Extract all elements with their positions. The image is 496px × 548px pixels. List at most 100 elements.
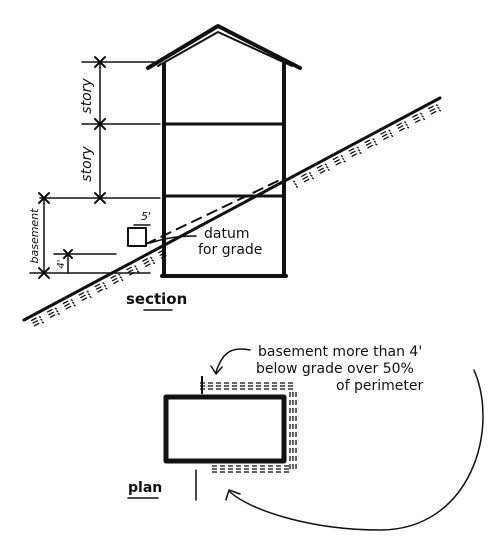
hatch-stroke [316, 164, 323, 169]
hatch-stroke [341, 157, 345, 160]
hatch-stroke [438, 109, 442, 112]
hatch-stroke [41, 321, 45, 324]
perimeter-curve-arrow [229, 369, 484, 531]
hatch-stroke [64, 303, 70, 307]
hatch-stroke [120, 278, 124, 282]
hatch-stroke [118, 273, 121, 276]
hatch-stroke [414, 119, 421, 124]
hatch-stroke [435, 104, 439, 107]
hatch-stroke [351, 153, 358, 158]
hatch-stroke [364, 139, 371, 144]
hatch-stroke [149, 256, 153, 259]
hatch-stroke [398, 127, 405, 132]
hatch-stroke [136, 270, 140, 273]
hatch-stroke [372, 137, 375, 141]
hatch-stroke [126, 266, 133, 271]
hatch-stroke [62, 300, 69, 305]
hatch-stroke [142, 257, 148, 262]
dimension-tick [38, 267, 50, 279]
hatch-stroke [356, 146, 359, 149]
roof-inner [157, 31, 293, 67]
datum-leader-arrow [149, 235, 197, 244]
hatch-stroke [89, 295, 92, 299]
hatch-stroke [48, 311, 55, 316]
section-caption: section [126, 290, 187, 308]
hatch-stroke [49, 314, 56, 319]
hatch-stroke [334, 158, 340, 163]
roof [146, 24, 302, 70]
label-datum-line1: datum [204, 226, 249, 242]
hatch-stroke [135, 267, 139, 271]
hatch-stroke [111, 277, 118, 282]
hatch-stroke [421, 115, 424, 118]
hatch-stroke [357, 149, 361, 152]
hatch-stroke [340, 154, 344, 158]
hatch-stroke [343, 160, 346, 163]
hatch-stroke [102, 282, 105, 285]
label-story-upper: story [79, 78, 95, 114]
hatch-stroke [113, 280, 120, 285]
hatch-stroke [128, 271, 135, 276]
hatch-stroke [390, 134, 394, 138]
hatch-stroke [375, 143, 378, 146]
grade-point-box [127, 227, 147, 247]
label-story-lower: story [79, 146, 95, 182]
hatch-stroke [303, 178, 310, 183]
label-five-foot: 5' [141, 210, 151, 223]
hatch-stroke [318, 167, 325, 172]
hatch-stroke [152, 261, 156, 265]
hatch-stroke [324, 163, 328, 166]
hatch-stroke [427, 105, 434, 110]
ground-hatching [30, 104, 442, 327]
dimension-tick [94, 192, 106, 204]
hatch-stroke [308, 171, 312, 175]
hatch-stroke [79, 294, 86, 299]
hatch-stroke [310, 174, 313, 177]
hatch-stroke [78, 291, 85, 296]
dimension-tick [63, 249, 73, 259]
hatch-stroke [33, 322, 40, 327]
plan-note-line1: basement more than 4' [258, 344, 422, 360]
hatch-stroke [144, 263, 151, 268]
hatch-stroke [365, 141, 372, 146]
hatch-stroke [30, 317, 37, 322]
hatch-stroke [380, 130, 387, 135]
hatch-stroke [367, 144, 374, 149]
hatch-stroke [406, 126, 410, 129]
hatch-stroke [81, 297, 88, 302]
hatch-stroke [70, 298, 74, 302]
hatch-stroke [134, 265, 137, 268]
hatch-stroke [95, 286, 102, 291]
hatch-stroke [127, 269, 134, 274]
hatch-stroke [71, 301, 75, 304]
hatch-stroke [32, 319, 39, 324]
dimension-tick [38, 192, 50, 204]
hatch-stroke [373, 140, 377, 143]
hatch-stroke [422, 117, 426, 121]
hatch-stroke [143, 260, 150, 265]
plan-view: basement more than 4' below grade over 5… [127, 344, 484, 531]
hatch-stroke [119, 276, 123, 279]
hatch-stroke [97, 288, 104, 293]
note-leader-arrowhead [210, 365, 223, 375]
hatch-stroke [349, 150, 356, 155]
hatch-stroke [335, 161, 342, 166]
hatch-stroke [413, 116, 420, 121]
hatch-stroke [103, 284, 107, 288]
hatch-stroke [429, 108, 436, 113]
perimeter-curve-arrowhead [225, 489, 241, 501]
hatch-stroke [94, 283, 101, 288]
plan-note-line2: below grade over 50% [256, 361, 414, 377]
label-basement: basement [28, 208, 41, 264]
section-view: story story basement 4' 5' datum for gra… [22, 24, 442, 327]
label-datum-line2: for grade [198, 242, 262, 258]
hatch-stroke [110, 274, 117, 279]
plan-earth-hatching [200, 376, 297, 473]
hatch-stroke [430, 110, 437, 115]
hatch-stroke [302, 175, 309, 180]
hatch-stroke [87, 293, 91, 296]
dimension-tick [94, 56, 106, 68]
hatch-stroke [419, 112, 423, 115]
hatch-stroke [38, 315, 42, 319]
